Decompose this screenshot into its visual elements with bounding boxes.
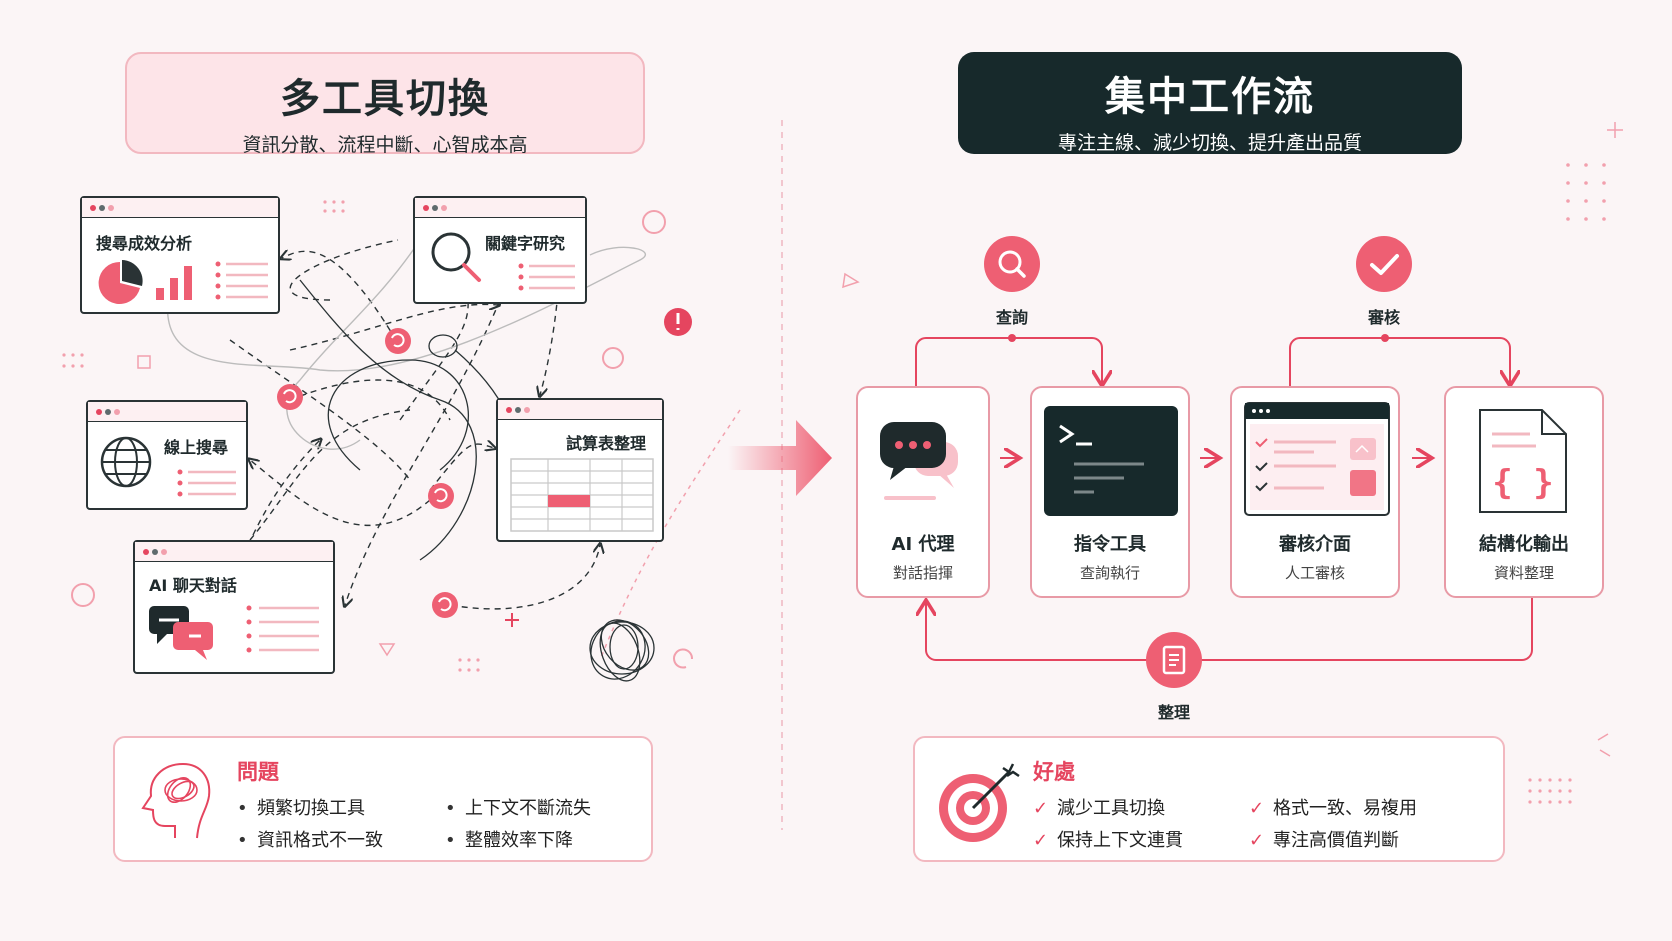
benefit-item: ✓格式一致、易複用 <box>1249 798 1417 819</box>
query-label: 查詢 <box>995 308 1028 327</box>
brain-head-icon <box>141 762 211 839</box>
step-sub: 資料整理 <box>1493 564 1554 582</box>
right-subtitle: 專注主線、減少切換、提升產出品質 <box>1057 132 1362 154</box>
globe-icon <box>100 436 236 497</box>
chaos-connections <box>167 239 692 682</box>
benefit-item: ✓減少工具切換 <box>1033 798 1165 819</box>
svg-text:{ }: { } <box>1492 463 1553 503</box>
problem-item: •頻繁切換工具 <box>237 798 365 819</box>
magnifier-icon <box>431 232 575 291</box>
window-spreadsheet: 試算表整理 <box>496 398 664 542</box>
spreadsheet-icon <box>510 458 654 532</box>
review-label: 審核 <box>1367 308 1400 327</box>
chat-icon <box>149 605 319 660</box>
chart-icon <box>98 260 268 304</box>
window-title: 搜尋成效分析 <box>96 234 193 253</box>
terminal-icon <box>1044 406 1178 516</box>
step-structured-output: { } 結構化輸出 資料整理 <box>1444 386 1604 598</box>
json-doc-icon: { } <box>1479 409 1567 513</box>
organize-label: 整理 <box>1157 703 1190 722</box>
window-online-search: 線上搜尋 <box>86 400 248 510</box>
step-title: 指令工具 <box>1074 534 1146 555</box>
step-review-ui: 審核介面 人工審核 <box>1230 386 1400 598</box>
window-title: AI 聊天對話 <box>149 576 237 595</box>
problem-item: •資訊格式不一致 <box>237 830 383 851</box>
problems-box: 問題 •頻繁切換工具 •上下文不斷流失 •資訊格式不一致 •整體效率下降 <box>113 736 653 862</box>
refresh-badges <box>277 328 458 618</box>
step-ai-agent: AI 代理 對話指揮 <box>856 386 990 598</box>
flow-connectors <box>915 334 1533 661</box>
tangle-icon <box>589 619 655 682</box>
step-title: 結構化輸出 <box>1479 534 1569 555</box>
chat-bubbles-icon <box>880 422 958 500</box>
window-ai-chat: AI 聊天對話 <box>133 540 335 674</box>
step-title: 審核介面 <box>1279 534 1351 555</box>
step-sub: 查詢執行 <box>1079 564 1140 582</box>
step-sub: 人工審核 <box>1284 564 1345 582</box>
problem-item: •整體效率下降 <box>445 830 573 851</box>
window-keyword-research: 關鍵字研究 <box>413 196 587 304</box>
organize-doc-icon <box>1146 632 1202 688</box>
window-search-analysis: 搜尋成效分析 <box>80 196 280 314</box>
step-command-tool: 指令工具 查詢執行 <box>1030 386 1190 598</box>
review-window-icon <box>1244 402 1390 516</box>
benefits-heading: 好處 <box>1033 760 1075 784</box>
problems-heading: 問題 <box>237 760 279 784</box>
target-icon <box>939 763 1020 842</box>
window-title: 試算表整理 <box>566 434 647 453</box>
problem-item: •上下文不斷流失 <box>445 798 591 819</box>
window-title: 線上搜尋 <box>164 438 229 457</box>
left-subtitle: 資訊分散、流程中斷、心智成本高 <box>242 134 528 156</box>
review-check-icon <box>1356 236 1412 292</box>
right-title: 集中工作流 <box>1105 74 1315 120</box>
benefit-item: ✓保持上下文連貫 <box>1033 830 1183 851</box>
right-title-box: 集中工作流 專注主線、減少切換、提升產出品質 <box>958 52 1462 154</box>
step-title: AI 代理 <box>891 534 955 555</box>
left-title: 多工具切換 <box>280 76 490 122</box>
benefits-box: 好處 ✓減少工具切換 ✓格式一致、易複用 ✓保持上下文連貫 ✓專注高價值判斷 <box>913 736 1505 862</box>
benefit-item: ✓專注高價值判斷 <box>1249 830 1399 851</box>
window-title: 關鍵字研究 <box>485 234 566 253</box>
step-sub: 對話指揮 <box>892 564 953 582</box>
query-icon <box>984 236 1040 292</box>
left-title-box: 多工具切換 資訊分散、流程中斷、心智成本高 <box>125 52 645 156</box>
